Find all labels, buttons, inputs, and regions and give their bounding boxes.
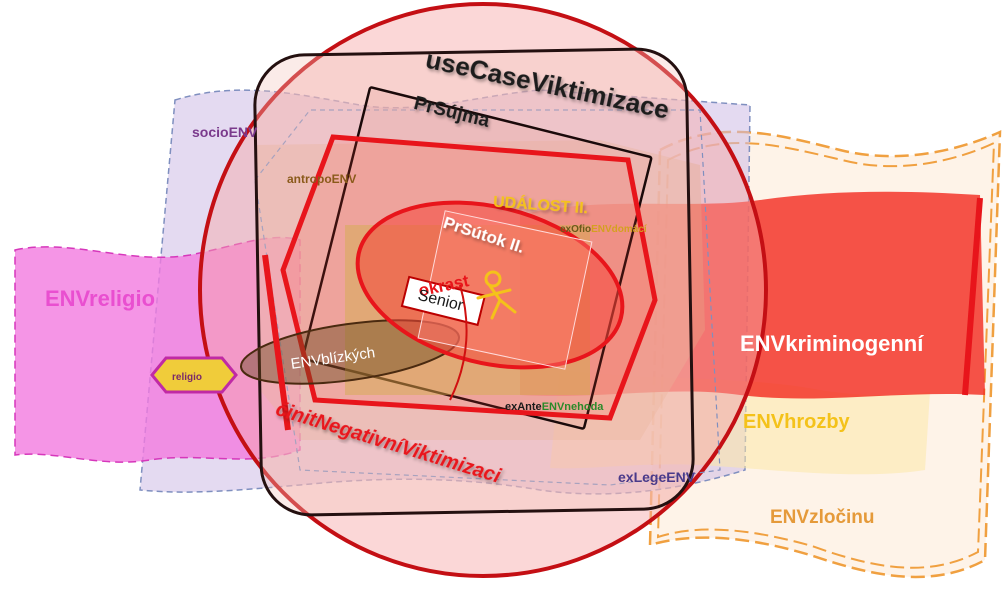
label-ex-ante: exAnteENVnehoda	[505, 401, 604, 413]
label-ex-ante-prefix: exAnte	[505, 401, 542, 413]
inner-red-arc	[449, 284, 468, 401]
actor-icon	[476, 270, 517, 320]
env-religio-shape	[14, 236, 301, 463]
label-ex-ante-suffix: ENVnehoda	[542, 401, 605, 413]
label-env-hrozby: ENVhrozby	[743, 411, 851, 433]
label-antropo-env: antropoENV	[287, 172, 356, 186]
env-zlocinu-outline-inner	[656, 141, 996, 569]
label-env-religio: ENVreligio	[45, 286, 155, 311]
label-religio-tag: religio	[172, 372, 202, 383]
label-env-kriminogenni: ENVkriminogenní	[740, 331, 924, 356]
label-ex-ofio-prefix: exOfio	[560, 224, 591, 235]
religio-tag	[150, 356, 238, 394]
label-ex-ofio: exOfioENVdomácí	[560, 224, 648, 235]
ex-lege-env-frame	[254, 109, 721, 486]
label-socio-env: socioENV	[192, 124, 258, 140]
label-ex-lege-env: exLegeENV	[618, 469, 696, 485]
label-env-zlocinu: ENVzločinu	[770, 507, 875, 528]
senior-box	[400, 275, 487, 327]
label-ex-ofio-suffix: ENVdomácí	[591, 224, 648, 235]
left-red-stroke	[262, 254, 291, 431]
env-kriminogenni-edge	[962, 197, 983, 396]
